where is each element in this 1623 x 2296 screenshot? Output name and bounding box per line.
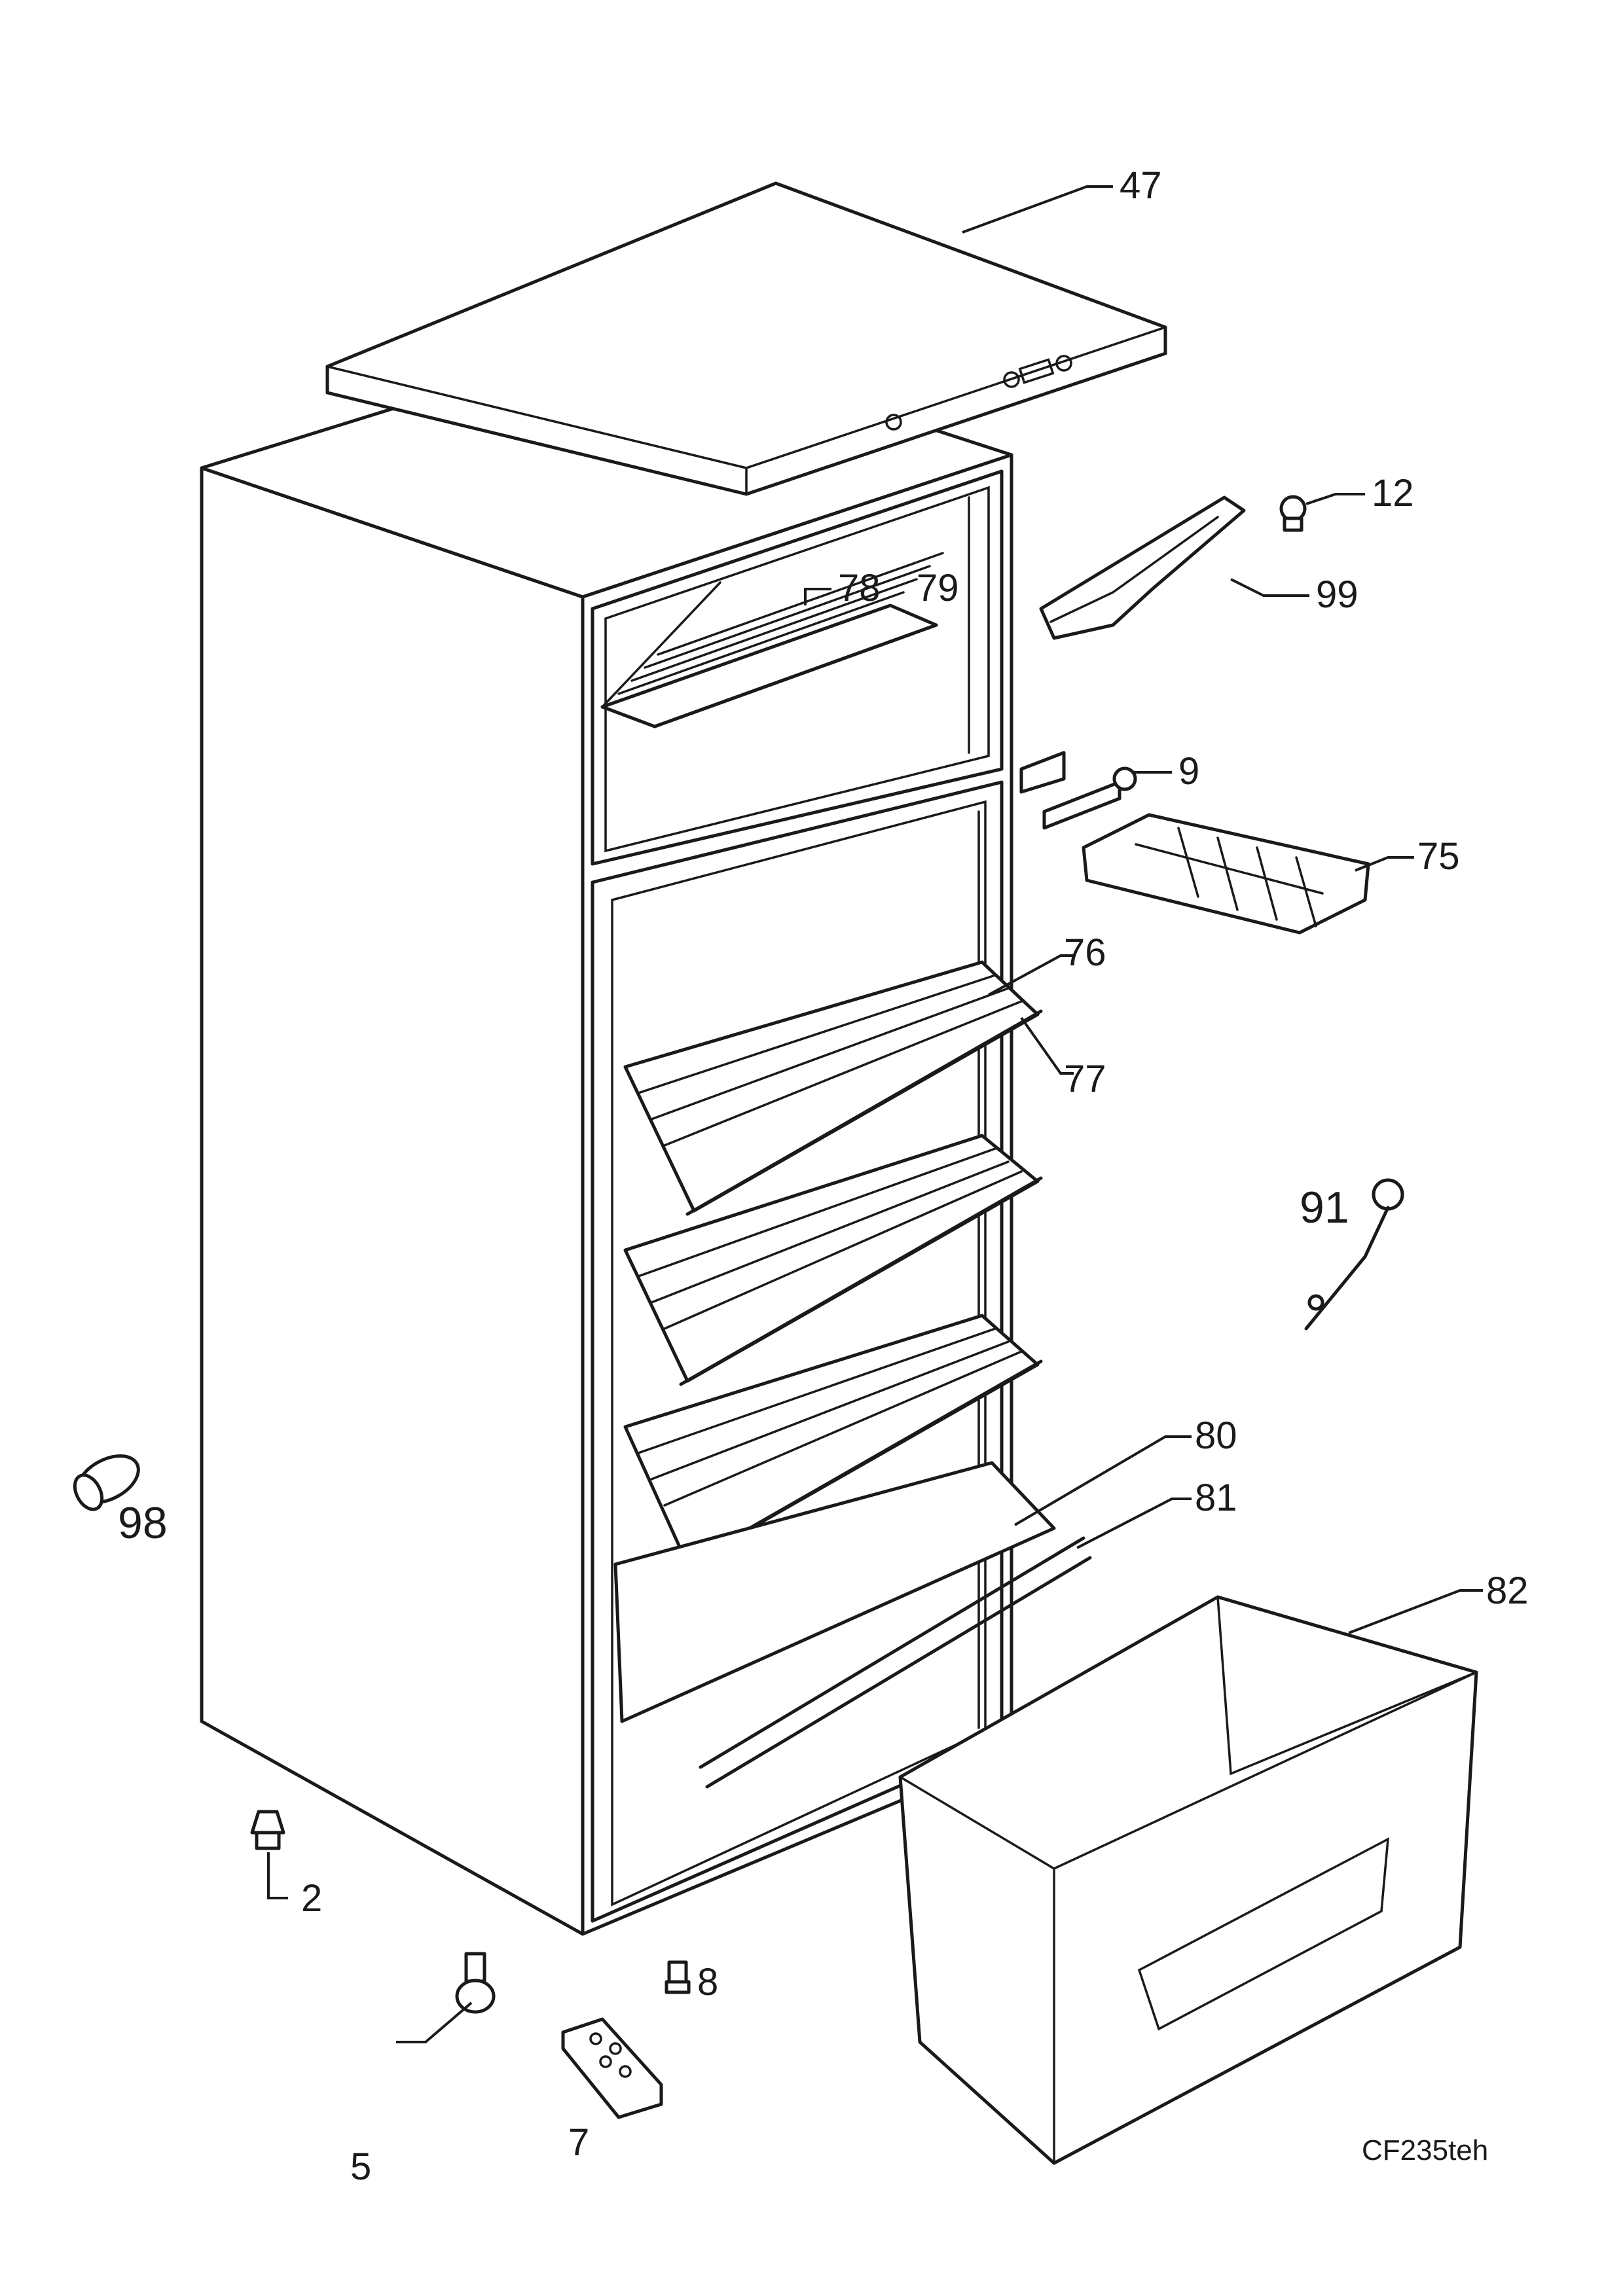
part-number-99: 99	[1316, 573, 1359, 616]
part-number-81: 81	[1195, 1477, 1237, 1519]
screw-8	[665, 1960, 691, 1994]
part-number-47: 47	[1120, 164, 1162, 207]
refrigerator-cabinet	[200, 365, 1013, 1936]
part-number-2: 2	[301, 1877, 322, 1920]
screw-12	[1279, 495, 1307, 532]
part-number-5: 5	[350, 2145, 371, 2188]
adjustable-foot-5	[455, 1952, 496, 2014]
foot-2	[250, 1810, 285, 1850]
crisper-glass-cover	[613, 1461, 1092, 1789]
door-shelf-bracket	[1039, 495, 1246, 640]
roller-98	[73, 1454, 140, 1511]
part-number-78: 78	[838, 567, 881, 609]
part-number-75: 75	[1417, 835, 1460, 878]
part-number-77: 77	[1064, 1058, 1106, 1100]
leader-lines	[267, 185, 1483, 2043]
part-number-9: 9	[1178, 750, 1199, 793]
part-number-98: 98	[118, 1498, 168, 1548]
part-number-80: 80	[1195, 1414, 1237, 1457]
part-number-12: 12	[1372, 472, 1414, 514]
fridge-shelf-middle	[623, 1134, 1043, 1386]
part-number-8: 8	[697, 1961, 718, 2003]
part-number-79: 79	[917, 567, 959, 609]
fridge-shelf-bottom	[623, 1314, 1043, 1570]
top-cover	[325, 181, 1167, 496]
part-number-7: 7	[568, 2121, 589, 2164]
fridge-shelf-top	[623, 960, 1043, 1216]
part-number-91: 91	[1300, 1183, 1349, 1232]
vegetable-drawer	[898, 1595, 1478, 2165]
hinge-bracket	[1019, 751, 1137, 830]
thermostat-sensor-91	[1304, 1178, 1404, 1331]
freezer-shelf	[600, 552, 944, 728]
drawing-reference: CF235teh	[1362, 2134, 1488, 2166]
part-number-76: 76	[1064, 931, 1106, 974]
ice-cube-tray	[1082, 813, 1370, 935]
hinge-plate-7	[561, 2017, 663, 2119]
part-number-82: 82	[1486, 1570, 1529, 1612]
